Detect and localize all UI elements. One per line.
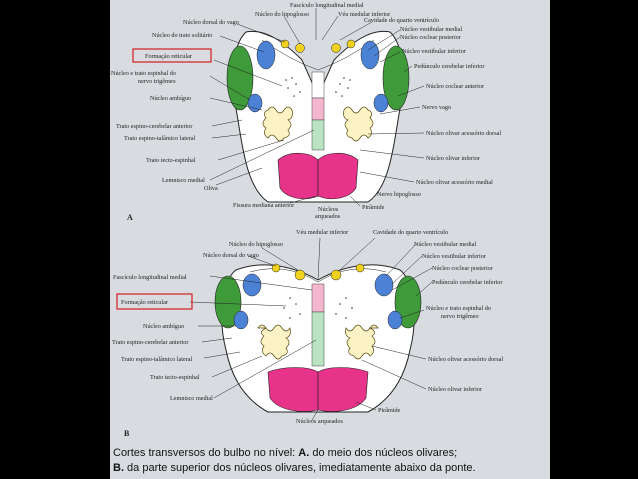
label-nucleo-vestibular-medial-b: Núcleo vestibular medial [414, 241, 476, 248]
inferior-olivary-nucleus-right [343, 106, 374, 142]
caption-line-1-prefix: Cortes transversos do bulbo no nível: [113, 447, 299, 459]
label-oliva-a: Oliva [204, 185, 218, 192]
label-nucleo-olivar-acessorio-medial-a: Núcleo olivar acessório medial [416, 179, 493, 186]
label-nucleo-trato-espinhal-2-a: nervo trigêmeo [138, 78, 176, 85]
label-trato-tecto-espinhal-b: Trato tecto-espinhal [150, 374, 200, 381]
label-nucleo-hipoglosso-b: Núcleo do hipoglosso [229, 241, 283, 248]
label-fasciculo-longitudinal-medial-b: Fascículo longitudinal medial [113, 274, 187, 281]
label-nucleo-trato-solitario-a: Núcleo do trato solitário [152, 32, 212, 39]
medial-longitudinal-fasciculus-a [311, 71, 325, 99]
label-nucleo-olivar-acessorio-dorsal-a: Núcleo olivar acessório dorsal [426, 130, 501, 137]
label-nucleo-ambiguo-b: Núcleo ambíguo [143, 323, 184, 330]
caption-line-2-rest: da parte superior dos núcleos olivares, … [124, 462, 476, 474]
highlight-box-b [116, 293, 193, 310]
label-trato-espino-talamico-lateral-b: Trato espino-talâmico lateral [121, 356, 193, 363]
caption-line-1: Cortes transversos do bulbo no nível: A.… [113, 446, 543, 461]
label-pedunculo-cerebelar-inferior-b: Pedúnculo cerebelar inferior [432, 279, 502, 286]
label-nucleo-olivar-inferior-b: Núcleo olivar inferior [428, 386, 482, 393]
label-veu-medular-inferior-b: Véu medular inferior [296, 229, 348, 236]
medial-lemniscus-a-pink [311, 97, 325, 121]
label-nucleo-coclear-posterior-a: Núcleo coclear posterior [400, 34, 461, 41]
vestibular-nucleus-left-b [242, 273, 262, 297]
medial-longitudinal-fasciculus-b [311, 283, 325, 313]
label-nucleo-dorsal-vago-a: Núcleo dorsal do vago [183, 19, 239, 26]
label-nucleo-ambiguo-a: Núcleo ambíguo [150, 95, 191, 102]
figure-letter-a: A [127, 213, 133, 222]
label-nucleo-trato-espinhal-1-b: Núcleo e trato espinhal do [426, 305, 491, 312]
trigeminal-nucleus-right-b [387, 310, 403, 330]
label-nucleo-dorsal-vago-b: Núcleo dorsal do vago [203, 252, 259, 259]
label-lemnisco-medial-b: Lemnisco medial [170, 395, 213, 402]
caption-line-2: B. da parte superior dos núcleos olivare… [113, 461, 543, 476]
label-nervo-vago-a: Nervo vago [422, 104, 451, 111]
vestibular-nucleus-right-b [374, 273, 394, 297]
caption-line-2-bold: B. [113, 462, 124, 474]
label-nucleo-trato-espinhal-1-a: Núcleo e trato espinhal do [111, 70, 176, 77]
dorsal-vagal-nucleus-right-b [355, 263, 365, 273]
section-b: Véu medular inferior Núcleo do hipogloss… [112, 229, 503, 438]
medial-lemniscus-a-mint [311, 119, 325, 151]
label-nucleo-coclear-anterior-a: Núcleo coclear anterior [426, 83, 484, 90]
medial-lemniscus-b [311, 311, 325, 367]
label-trato-tecto-espinhal-a: Trato tecto-espinhal [146, 157, 196, 164]
label-cavidade-quarto-ventriculo-a: Cavidade do quarto ventrículo [364, 17, 439, 24]
label-trato-espino-cerebelar-anterior-b: Trato espino-cerebelar anterior [112, 339, 188, 346]
label-nucleo-trato-espinhal-2-b: nervo trigêmeo [441, 313, 479, 320]
label-nucleo-hipoglosso-a: Núcleo do hipoglosso [255, 11, 309, 18]
label-nucleos-arqueados-1-a: Núcleos [318, 206, 339, 213]
dorsal-vagal-nucleus-right [346, 39, 356, 49]
label-formacao-reticular-b: Formação reticular [121, 299, 168, 306]
caption-line-1-bold: A. [298, 447, 310, 459]
pyramid-left [277, 152, 319, 200]
highlight-box-a [132, 48, 212, 63]
label-nucleos-arqueados-b: Núcleos arqueados [296, 418, 343, 425]
label-lemnisco-medial-a: Lemnisco medial [162, 177, 205, 184]
caption-line-1-rest: do meio dos núcleos olivares; [309, 447, 458, 459]
label-piramide-b: Pirâmide [378, 407, 401, 414]
label-piramide-a: Pirâmide [362, 204, 385, 211]
dorsal-vagal-nucleus-left [280, 39, 290, 49]
label-pedunculo-cerebelar-inferior-a: Pedúnculo cerebelar inferior [414, 63, 484, 70]
label-cavidade-quarto-ventriculo-b: Cavidade do quarto ventrículo [373, 229, 448, 236]
inferior-olivary-nucleus-left-b [257, 324, 291, 360]
label-nucleo-vestibular-inferior-a: Núcleo vestibular inferior [402, 48, 466, 55]
figure-letter-b: B [124, 429, 130, 438]
label-nucleo-olivar-acessorio-dorsal-b: Núcleo olivar acessório dorsal [428, 356, 503, 363]
trigeminal-nucleus-left-b [233, 310, 249, 330]
inferior-cerebellar-peduncle-left-b [214, 275, 242, 329]
label-nucleo-vestibular-medial-a: Núcleo vestibular medial [400, 26, 462, 33]
label-nucleo-coclear-posterior-b: Núcleo coclear posterior [432, 265, 493, 272]
hypoglossal-nucleus-left-b [294, 269, 306, 281]
spinal-trigeminal-nucleus-right [373, 93, 389, 113]
inferior-cerebellar-peduncle-right-b [394, 275, 422, 329]
label-nervo-hipoglosso-a: Nervo hipoglosso [377, 191, 421, 198]
hypoglossal-nucleus-right [331, 43, 341, 53]
label-nucleo-vestibular-inferior-b: Núcleo vestibular inferior [422, 253, 486, 260]
label-nucleo-olivar-inferior-a: Núcleo olivar inferior [426, 155, 480, 162]
solitary-nucleus-left [256, 40, 276, 70]
label-fasciculo-longitudinal-medial-a: Fascículo longitudinal medial [290, 2, 364, 9]
pyramid-right [317, 152, 359, 200]
label-fissura-mediana-anterior-a: Fissura mediana anterior [233, 202, 294, 209]
solitary-nucleus-right [360, 40, 380, 70]
label-veu-medular-inferior-a: Véu medular inferior [338, 11, 390, 18]
label-trato-espino-cerebelar-anterior-a: Trato espino-cerebelar anterior [116, 123, 192, 130]
inferior-cerebellar-peduncle-left [226, 45, 254, 111]
dorsal-vagal-nucleus-left-b [271, 263, 281, 273]
hypoglossal-nucleus-left [295, 43, 305, 53]
hypoglossal-nucleus-right-b [330, 269, 342, 281]
section-a: Fascículo longitudinal medial Núcleo do … [111, 2, 501, 222]
label-formacao-reticular-a: Formação reticular [145, 53, 192, 60]
inferior-cerebellar-peduncle-right [382, 45, 410, 111]
label-trato-espino-talamico-lateral-a: Trato espino-talâmico lateral [124, 135, 196, 142]
label-nucleos-arqueados-2-a: arqueados [315, 213, 341, 220]
inferior-olivary-nucleus-left [262, 106, 293, 142]
